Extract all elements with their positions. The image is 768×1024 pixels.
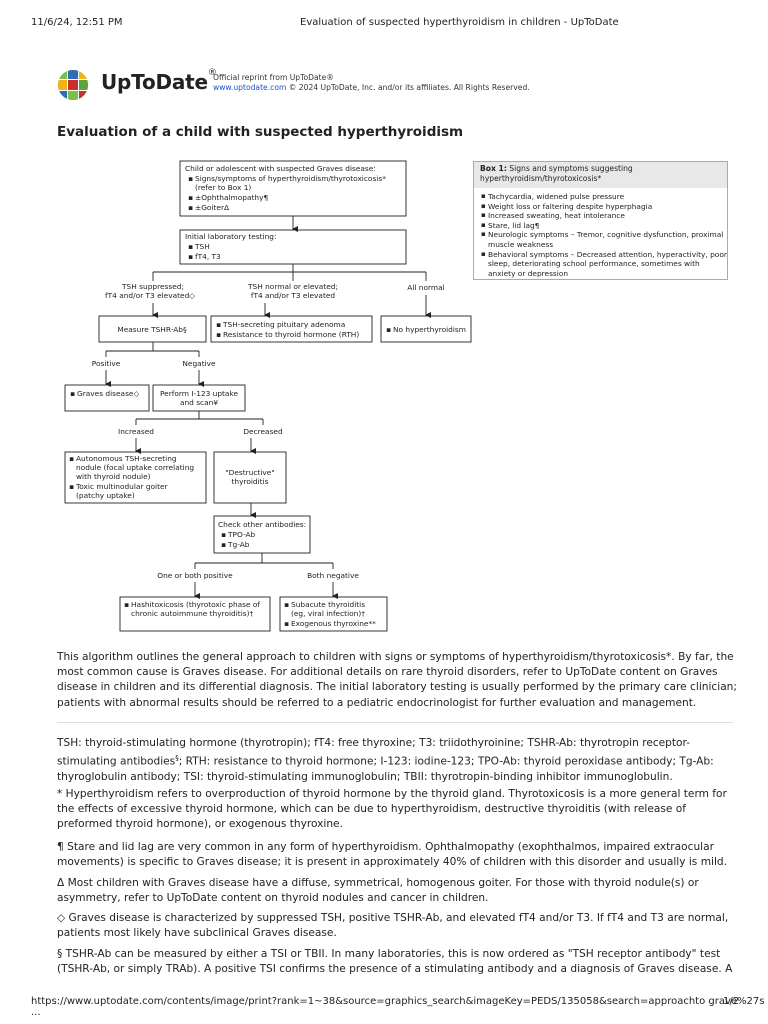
flow-bullet: ▪ (216, 320, 221, 329)
perform-scan-box: Perform I-123 uptake (160, 389, 238, 398)
flow-bullet: ▪ (284, 619, 289, 628)
box1-item: Behavioral symptoms – Decreased attentio… (481, 250, 727, 279)
autonomous-item: nodule (focal uptake correlating (76, 463, 194, 472)
footnote-section: § TSHR-Ab can be measured by either a TS… (57, 948, 733, 976)
print-url[interactable]: https://www.uptodate.com/contents/image/… (31, 996, 765, 1018)
box1-item: Increased sweating, heat intolerance (481, 211, 727, 221)
autonomous-item: (patchy uptake) (76, 491, 135, 500)
flow-bullet: ▪ (188, 203, 193, 212)
subacute-item: (eg, viral infection)† (291, 609, 365, 618)
print-page-number: 1/2 (723, 996, 740, 1007)
check-antibodies-item: TPO-Ab (227, 530, 256, 539)
box1-item: Neurologic symptoms – Tremor, cognitive … (481, 230, 727, 249)
print-datetime: 11/6/24, 12:51 PM (31, 17, 123, 28)
labs-item: fT4, T3 (195, 252, 221, 261)
autonomous-item: Autonomous TSH-secreting (76, 454, 177, 463)
start-item: Signs/symptoms of hyperthyroidism/thyrot… (195, 174, 386, 183)
hashitoxicosis-item: chronic autoimmune thyroiditis)† (131, 609, 253, 618)
start-item: ±Ophthalmopathy¶ (195, 193, 268, 202)
no-hyperthyroidism-box: No hyperthyroidism (393, 325, 466, 334)
footnote-pilcrow: ¶ Stare and lid lag are very common in a… (57, 841, 727, 869)
branch-normal: fT4 and/or T3 elevated (251, 291, 336, 300)
branch-suppressed: TSH suppressed; (121, 282, 184, 291)
label-decreased: Decreased (243, 427, 283, 436)
reprint-notice: Official reprint from UpToDate® www.upto… (213, 73, 530, 92)
tsh-secreting-item: TSH-secreting pituitary adenoma (222, 320, 345, 329)
flow-bullet: ▪ (188, 193, 193, 202)
label-positive: Positive (92, 359, 121, 368)
site-link[interactable]: www.uptodate.com (213, 83, 287, 92)
uptodate-logo-icon (58, 70, 88, 100)
labs-title: Initial laboratory testing: (185, 232, 276, 241)
flow-bullet: ▪ (188, 252, 193, 261)
box1-header: Box 1: Signs and symptoms suggesting hyp… (474, 162, 727, 188)
tsh-secreting-item: Resistance to thyroid hormone (RTH) (223, 330, 359, 339)
box1-item: Stare, lid lag¶ (481, 221, 727, 231)
labs-item: TSH (194, 242, 210, 251)
box1-list: Tachycardia, widened pulse pressure Weig… (474, 192, 727, 278)
algorithm-flowchart: Child or adolescent with suspected Grave… (64, 160, 472, 632)
flow-bullet: ▪ (188, 174, 193, 183)
flow-bullet: ▪ (221, 530, 226, 539)
flow-bullet: ▪ (216, 330, 221, 339)
flow-bullet: ▪ (69, 482, 74, 491)
start-item: ±GoiterΔ (195, 203, 229, 212)
label-increased: Increased (118, 427, 154, 436)
branch-normal: TSH normal or elevated; (247, 282, 338, 291)
box1-signs-symptoms: Box 1: Signs and symptoms suggesting hyp… (473, 161, 728, 280)
abbreviations-paragraph: TSH: thyroid-stimulating hormone (thyrot… (57, 737, 714, 783)
branch-suppressed: fT4 and/or T3 elevated◇ (105, 291, 195, 300)
destructive-thyroiditis-box: "Destructive" (225, 468, 274, 477)
footnote-star: * Hyperthyroidism refers to overproducti… (57, 788, 727, 831)
flow-bullet: ▪ (221, 540, 226, 549)
check-antibodies-item: Tg-Ab (227, 540, 250, 549)
intro-paragraph: This algorithm outlines the general appr… (57, 651, 737, 709)
perform-scan-box: and scan¥ (180, 398, 218, 407)
label-both-negative: Both negative (307, 571, 359, 580)
flow-bullet: ▪ (188, 242, 193, 251)
flow-bullet: ▪ (386, 325, 391, 334)
measure-tshr-box: Measure TSHR-Ab§ (117, 325, 187, 334)
flow-bullet: ▪ (69, 454, 74, 463)
branch-all-normal: All normal (407, 283, 444, 292)
footnote-diamond: ◇ Graves disease is characterized by sup… (57, 912, 729, 940)
print-page-title: Evaluation of suspected hyperthyroidism … (300, 17, 619, 28)
flow-bullet: ▪ (284, 600, 289, 609)
divider (57, 722, 733, 723)
hashitoxicosis-item: Hashitoxicosis (thyrotoxic phase of (131, 600, 260, 609)
subacute-item: Subacute thyroiditis (291, 600, 365, 609)
label-negative: Negative (182, 359, 216, 368)
box1-item: Tachycardia, widened pulse pressure (481, 192, 727, 202)
check-antibodies-title: Check other antibodies: (218, 520, 306, 529)
flow-bullet: ▪ (70, 389, 75, 398)
autonomous-item: Toxic multinodular goiter (75, 482, 169, 491)
destructive-thyroiditis-box: thyroiditis (232, 477, 269, 486)
brand-name: UpToDate® (101, 68, 217, 94)
start-item: (refer to Box 1) (195, 183, 251, 192)
graves-disease-box: Graves disease◇ (77, 389, 139, 398)
start-box-title: Child or adolescent with suspected Grave… (185, 164, 376, 173)
label-one-or-both-positive: One or both positive (157, 571, 233, 580)
figure-title: Evaluation of a child with suspected hyp… (57, 124, 464, 140)
footnote-delta: Δ Most children with Graves disease have… (57, 877, 699, 905)
subacute-item: Exogenous thyroxine** (291, 619, 376, 628)
autonomous-item: with thyroid nodule) (76, 472, 151, 481)
box1-item: Weight loss or faltering despite hyperph… (481, 202, 727, 212)
flow-bullet: ▪ (124, 600, 129, 609)
